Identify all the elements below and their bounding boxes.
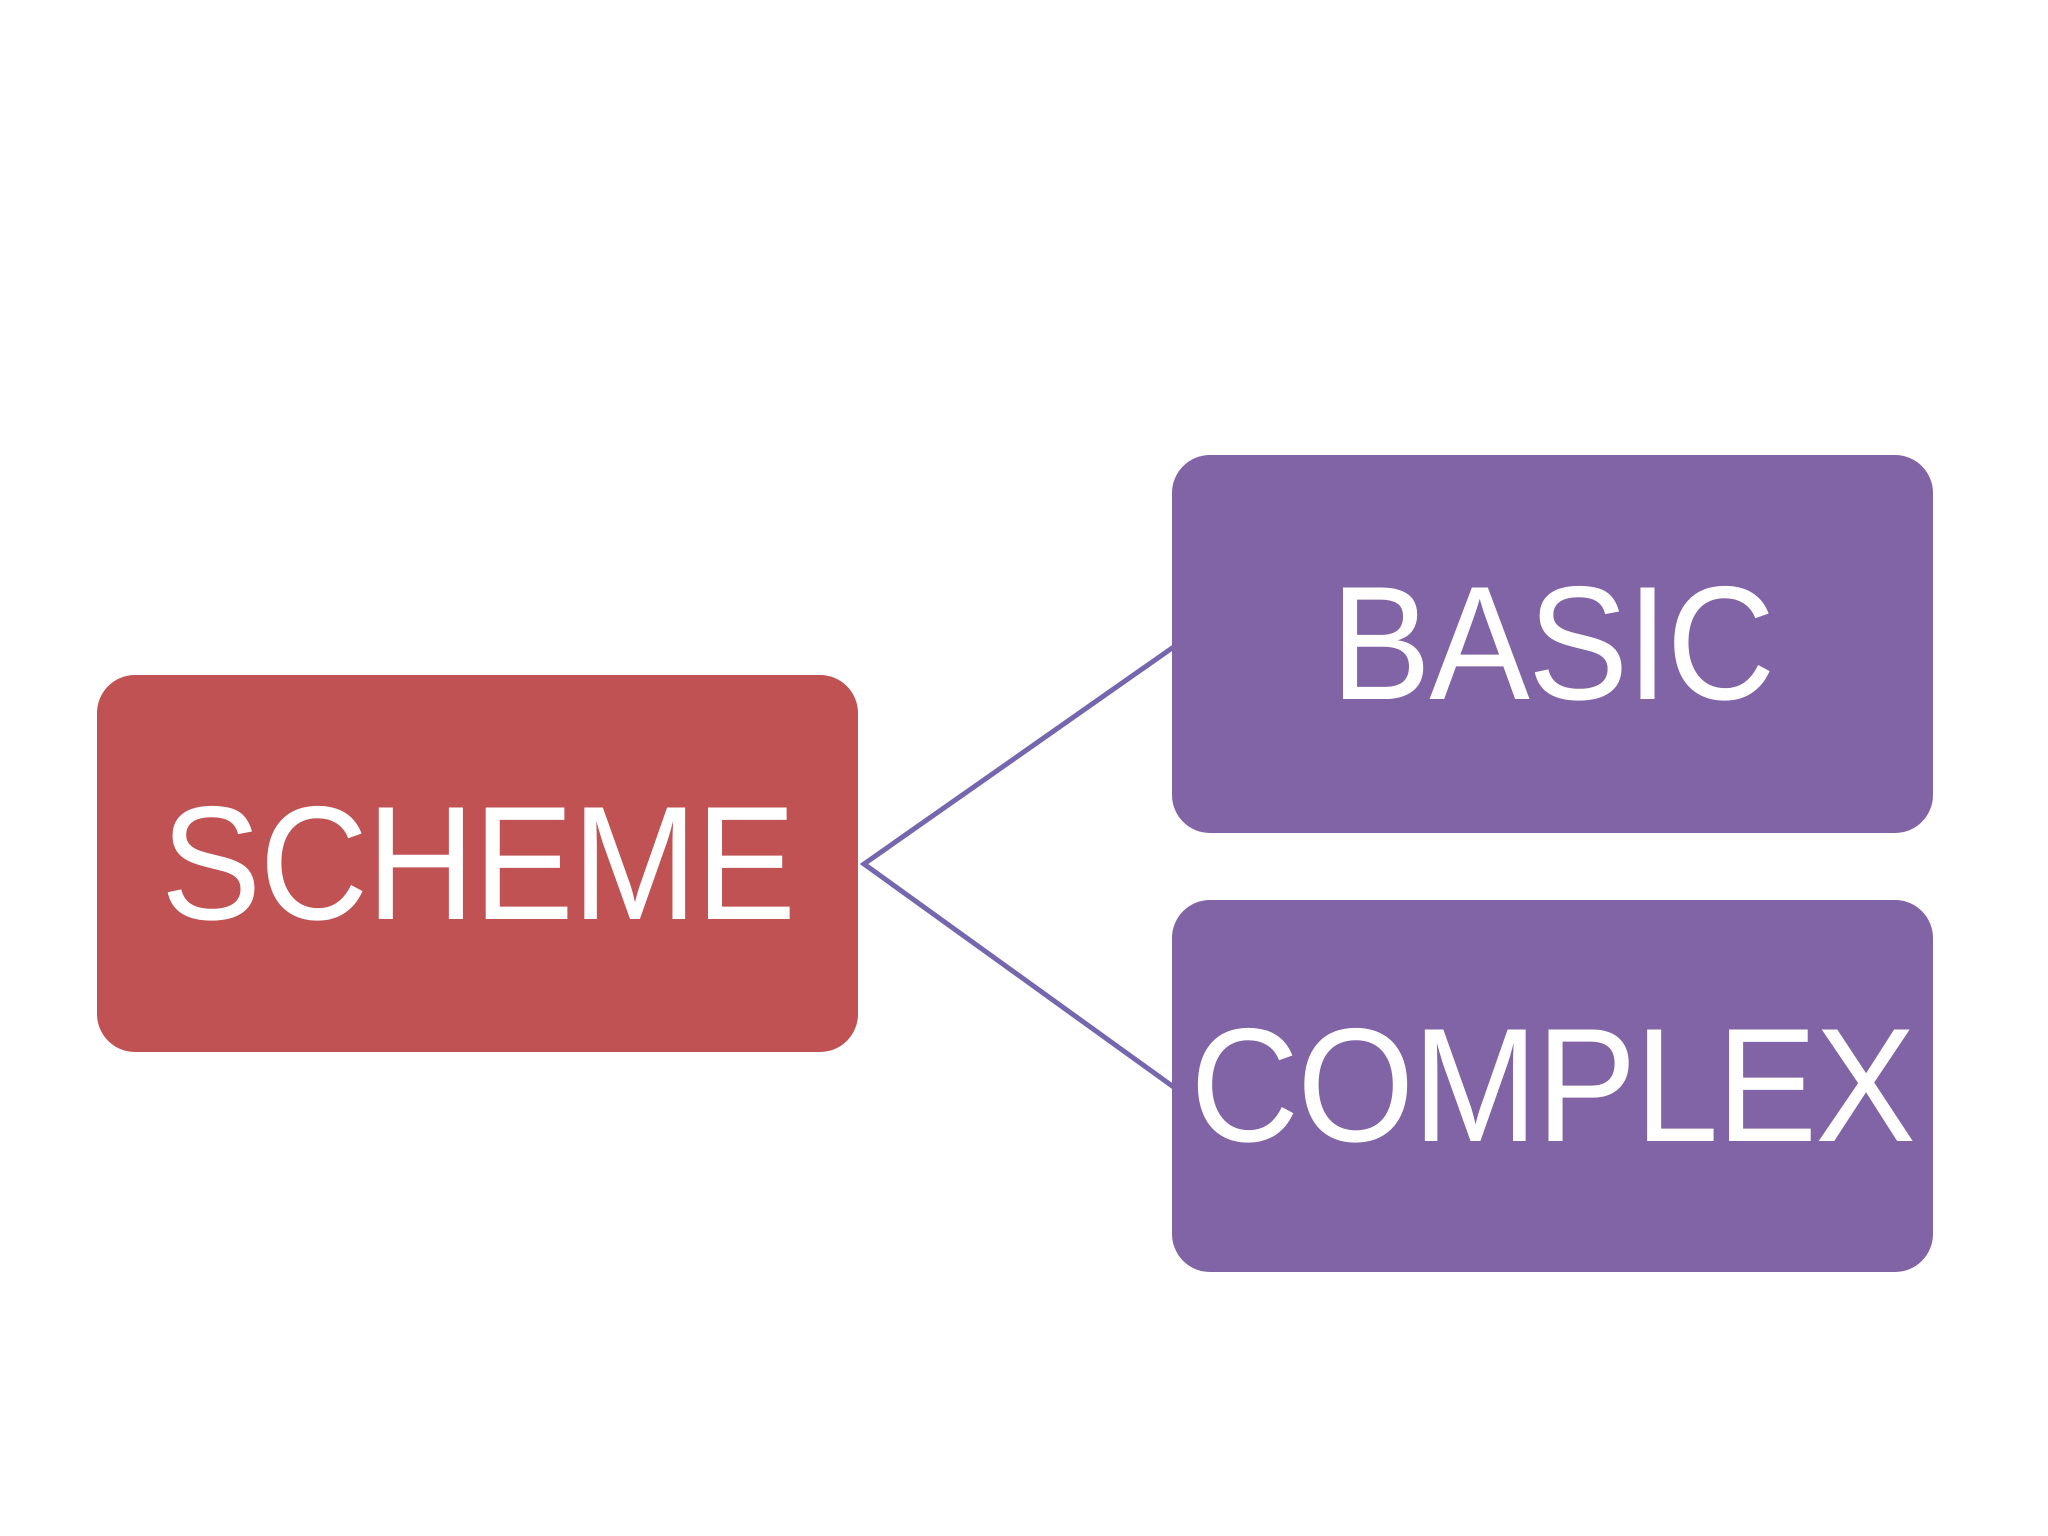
node-complex: COMPLEX (1172, 900, 1933, 1272)
node-complex-label: COMPLEX (1190, 995, 1917, 1176)
node-basic-label: BASIC (1331, 553, 1776, 734)
node-scheme: SCHEME (97, 675, 858, 1052)
connector-scheme-to-children (859, 643, 1177, 1091)
node-basic: BASIC (1172, 455, 1933, 833)
node-scheme-label: SCHEME (160, 772, 796, 954)
